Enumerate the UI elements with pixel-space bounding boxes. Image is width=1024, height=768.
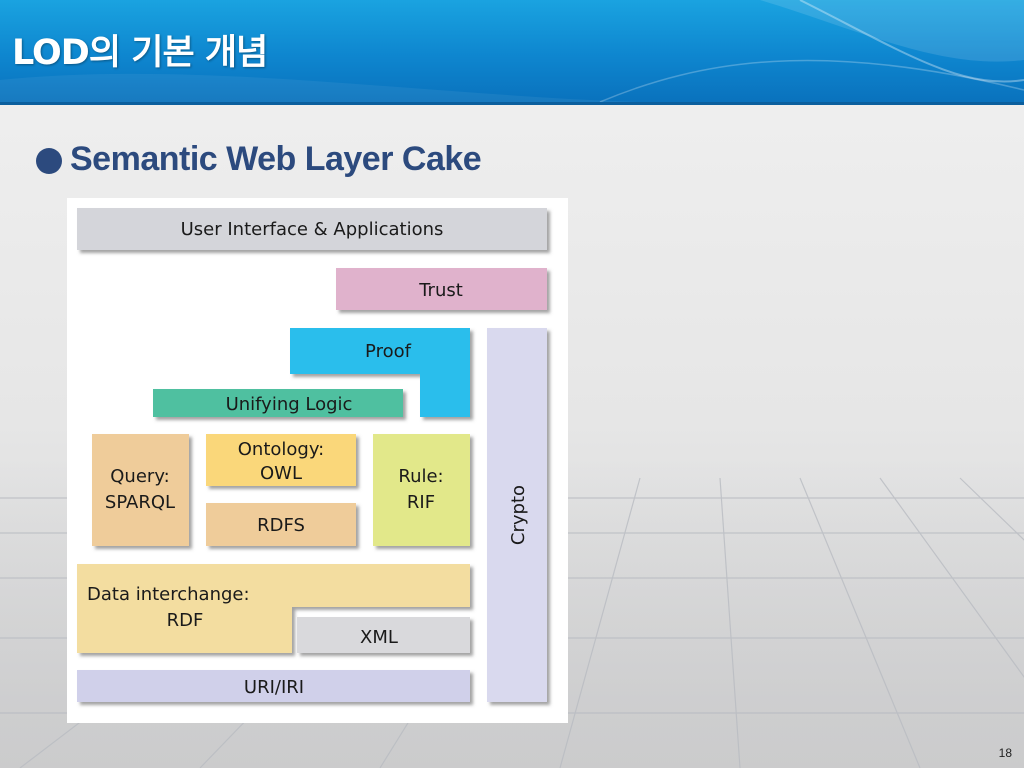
bullet-text: Semantic Web Layer Cake [70, 140, 482, 178]
layer-unifying-logic: Unifying Logic [153, 389, 403, 417]
layer-rule-label-line2: RIF [407, 492, 435, 513]
page-number: 18 [998, 746, 1012, 760]
layer-ontology-label-line1: Ontology: [238, 439, 325, 460]
bullet-dot-icon [36, 148, 62, 174]
slide-title: LOD의 기본 개념 [12, 33, 268, 73]
layer-rdf-label-line2: RDF [167, 610, 204, 631]
layer-crypto-label: Crypto [508, 485, 529, 545]
layer-proof-label: Proof [365, 341, 412, 362]
layer-proof: Proof [290, 328, 470, 417]
layer-xml: XML [297, 617, 470, 653]
layer-query-label-line1: Query: [110, 466, 169, 487]
layer-uri-iri-label: URI/IRI [244, 677, 304, 698]
layer-rdfs-label: RDFS [257, 515, 305, 536]
layer-xml-label: XML [360, 627, 398, 648]
layer-rule: Rule: RIF [373, 434, 470, 546]
semantic-web-layer-cake: User Interface & Applications Trust Proo… [67, 198, 568, 723]
title-banner: LOD의 기본 개념 [0, 0, 1024, 105]
layer-uri-iri: URI/IRI [77, 670, 470, 702]
layer-ontology: Ontology: OWL [206, 434, 356, 486]
layer-rdf-label-line1: Data interchange: [87, 584, 250, 605]
layer-query-label-line2: SPARQL [105, 492, 175, 513]
layer-rule-label-line1: Rule: [398, 466, 443, 487]
layer-trust-label: Trust [418, 280, 463, 301]
banner-swoosh-decoration [0, 0, 1024, 102]
layer-ontology-label-line2: OWL [260, 463, 302, 484]
layer-unifying-logic-label: Unifying Logic [226, 394, 353, 415]
layer-user-interface-label: User Interface & Applications [181, 219, 444, 240]
layer-crypto: Crypto [487, 328, 547, 702]
layer-data-interchange-rdf: Data interchange: RDF [77, 564, 470, 653]
layer-user-interface: User Interface & Applications [77, 208, 547, 250]
layer-trust: Trust [336, 268, 547, 310]
layer-rdfs: RDFS [206, 503, 356, 546]
layer-query: Query: SPARQL [92, 434, 189, 546]
